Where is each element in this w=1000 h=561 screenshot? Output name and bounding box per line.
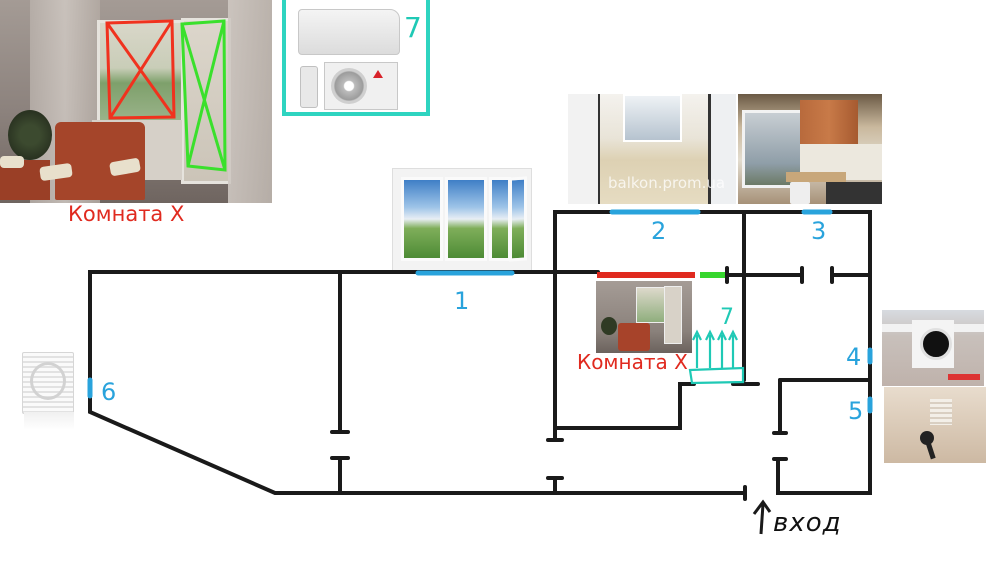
plant <box>8 110 52 160</box>
ac-indoor-unit <box>298 9 400 55</box>
watermark <box>948 374 980 380</box>
room-x-caption: Комната X <box>68 202 185 226</box>
kitchen-cabinet <box>800 100 858 144</box>
plant <box>601 317 617 335</box>
room-x-plan-label: Комната X <box>577 350 688 374</box>
entrance-arrow-icon <box>752 499 772 535</box>
watermark: balkon.prom.ua <box>608 174 726 192</box>
armchair <box>618 323 650 351</box>
marker-1-label: 1 <box>454 287 470 315</box>
vent-hole-icon <box>920 328 952 360</box>
window <box>636 287 666 323</box>
marker-7-label: 7 <box>404 11 422 44</box>
marker-6-label: 6 <box>101 378 117 406</box>
air-conditioner-box: 7 <box>282 0 430 116</box>
marker-7-plan-label: 7 <box>720 305 734 330</box>
stove <box>826 182 882 204</box>
window-markers <box>87 209 873 414</box>
balcony-door <box>708 94 736 204</box>
vent-grille <box>930 399 952 425</box>
marker-5-label: 5 <box>848 397 864 425</box>
fan-icon <box>331 68 367 104</box>
kitchen-photo <box>738 94 882 204</box>
ac-outdoor-unit <box>324 62 398 110</box>
kitchen-counter <box>786 172 846 182</box>
fan-icon <box>30 362 66 400</box>
walls <box>88 210 872 501</box>
vent-4-photo <box>882 310 984 386</box>
entrance-label: вход <box>773 508 842 538</box>
fan-reflection <box>24 412 74 430</box>
ac-remote <box>300 66 318 108</box>
room-x-photo <box>0 0 272 203</box>
window-1-photo <box>392 168 532 274</box>
balcony-door <box>568 94 600 204</box>
window-pane <box>445 177 487 261</box>
marker-2-label: 2 <box>651 217 667 245</box>
balcony-window <box>623 94 682 142</box>
room-x-small-photo <box>596 281 692 353</box>
window-pane <box>401 177 443 261</box>
marker-4-label: 4 <box>846 343 862 371</box>
curtain-right <box>228 0 272 203</box>
fan-6-photo <box>20 350 80 432</box>
marker-3-label: 3 <box>811 217 827 245</box>
washing-machine <box>790 182 810 204</box>
pillow <box>0 156 24 168</box>
balcony-door <box>664 286 682 344</box>
brand-logo-icon <box>373 70 383 78</box>
balcony-photo: balkon.prom.ua <box>568 94 736 204</box>
ac-unit-marker <box>688 329 745 385</box>
window-annotations <box>105 19 227 172</box>
vent-5-photo <box>884 387 986 463</box>
